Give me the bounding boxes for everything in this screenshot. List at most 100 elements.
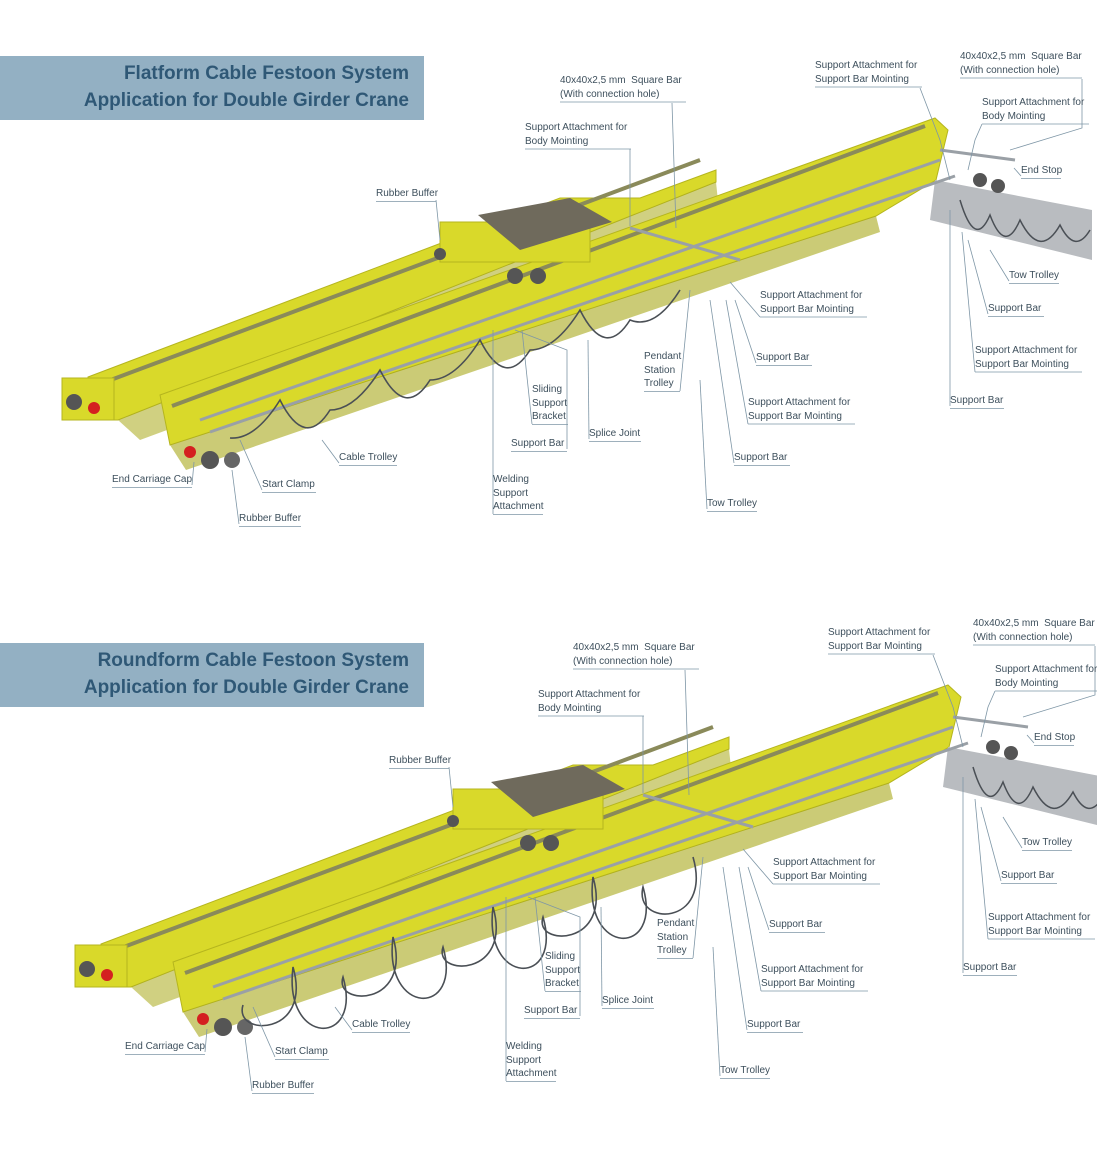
label-tow-trolley-right: Tow Trolley [1009, 270, 1060, 281]
leader-line [734, 299, 757, 364]
label-support-attachment-top-right: Support Attachment for Support Bar Moint… [815, 60, 918, 85]
leader-line [692, 856, 704, 959]
label-rubber-buffer-top: Rubber Buffer [389, 755, 452, 766]
leader-line [980, 806, 1002, 882]
hoist [478, 198, 612, 250]
wheel [973, 173, 987, 187]
leader-line [709, 299, 735, 464]
end-carriage [74, 944, 128, 988]
flatform-diagram: Flatform Cable Festoon System Applicatio… [0, 0, 1092, 563]
square-bar [952, 715, 1029, 729]
festoon-cable [229, 289, 681, 439]
drawing-group [74, 644, 1097, 1094]
diagram-subtitle: Application for Double Girder Crane [83, 90, 409, 111]
label-body-mounting-center: Support Attachment for Body Mointing [538, 689, 641, 714]
leader-line [587, 339, 590, 440]
leader-line [725, 299, 749, 425]
wheel [991, 179, 1005, 193]
diagram-title: Flatform Cable Festoon System [123, 63, 409, 84]
diagram-title: Roundform Cable Festoon System [97, 650, 409, 671]
rail [99, 158, 701, 386]
support-bar [209, 174, 956, 434]
leader-line [239, 439, 263, 491]
runway-beam [943, 747, 1097, 826]
leader-line [722, 866, 748, 1031]
label-body-mounting-right: Support Attachment for Body Mointing [982, 97, 1085, 122]
leader-line [1022, 646, 1096, 718]
leader-line [919, 87, 951, 181]
label-start-clamp: Start Clamp [262, 479, 315, 490]
label-start-clamp: Start Clamp [275, 1046, 328, 1057]
wheel [530, 268, 546, 284]
wheel [507, 268, 523, 284]
label-square-bar-right: 40x40x2,5 mm Square Bar (With connection… [973, 618, 1095, 643]
label-welding-support-attachment: Welding Support Attachment [493, 474, 544, 512]
leader-line [967, 123, 983, 171]
label-support-attachment-top-right: Support Attachment for Support Bar Moint… [828, 627, 931, 652]
square-bar [939, 148, 1016, 162]
label-square-bar-right: 40x40x2,5 mm Square Bar (With connection… [960, 51, 1082, 76]
leader-line [448, 766, 454, 808]
label-pendant-station-trolley: Pendant Station Trolley [657, 918, 695, 956]
leader-line [191, 461, 195, 486]
label-body-mounting-center: Support Attachment for Body Mointing [525, 122, 628, 147]
runway-beam [930, 180, 1092, 260]
label-tow-trolley-bottom: Tow Trolley [707, 498, 758, 509]
leader-line [1013, 167, 1022, 177]
label-rubber-buffer-bottom: Rubber Buffer [239, 513, 302, 524]
festoon-cable-runway [959, 199, 1091, 243]
buffer [237, 1019, 253, 1035]
label-rubber-buffer-top: Rubber Buffer [376, 188, 439, 199]
leader-line [334, 1006, 353, 1031]
leader-line [321, 439, 340, 464]
end-cap [184, 446, 196, 458]
crane [74, 684, 1097, 1037]
leader-line [514, 329, 568, 449]
hoist [491, 765, 625, 817]
crane-drawing [61, 77, 1092, 527]
end-cap [101, 969, 113, 981]
diagram-subtitle: Application for Double Girder Crane [83, 677, 409, 698]
drawing-group [61, 77, 1092, 527]
label-square-bar-center: 40x40x2,5 mm Square Bar (With connection… [560, 75, 682, 100]
label-support-bar-lower: Support Bar [734, 452, 788, 463]
label-support-bar-mid: Support Bar [769, 919, 823, 930]
support-bar [212, 725, 954, 989]
leader-line [534, 896, 546, 992]
title-banner: Roundform Cable Festoon System Applicati… [0, 643, 424, 707]
label-support-bar-center: Support Bar [524, 1005, 578, 1016]
buffer [447, 815, 459, 827]
label-cable-trolley: Cable Trolley [339, 452, 398, 463]
label-support-attachment-mid: Support Attachment for Support Bar Moint… [760, 290, 863, 315]
label-support-bar-center: Support Bar [511, 438, 565, 449]
leader-line [1026, 734, 1035, 744]
label-support-bar-lower: Support Bar [747, 1019, 801, 1030]
label-end-stop: End Stop [1034, 732, 1076, 743]
label-support-attachment-right: Support Attachment for Support Bar Moint… [988, 912, 1091, 937]
roundform-diagram: Roundform Cable Festoon System Applicati… [0, 587, 1097, 1150]
label-support-bar-right: Support Bar [1001, 870, 1055, 881]
label-rubber-buffer-bottom: Rubber Buffer [252, 1080, 315, 1091]
wheel [79, 961, 95, 977]
label-pendant-station-trolley: Pendant Station Trolley [644, 351, 682, 389]
label-sliding-support-bracket: Sliding Support Bracket [532, 384, 568, 422]
title-banner: Flatform Cable Festoon System Applicatio… [0, 56, 424, 120]
leader-line [679, 289, 691, 392]
square-bar [629, 226, 741, 262]
leader-line [600, 906, 603, 1007]
leader-line [980, 690, 996, 738]
label-support-attachment-lower: Support Attachment for Support Bar Moint… [748, 397, 851, 422]
end-cap [197, 1013, 209, 1025]
wheel [543, 835, 559, 851]
leader-line [204, 1028, 208, 1053]
wheel [66, 394, 82, 410]
label-splice-joint: Splice Joint [602, 995, 654, 1006]
leader-line [729, 281, 761, 318]
rail [112, 725, 714, 953]
label-support-bar-right: Support Bar [988, 303, 1042, 314]
leader-line [747, 866, 770, 931]
label-end-carriage-cap: End Carriage Cap [125, 1041, 206, 1052]
label-square-bar-center: 40x40x2,5 mm Square Bar (With connection… [573, 642, 695, 667]
wheel [201, 451, 219, 469]
label-end-carriage-cap: End Carriage Cap [112, 474, 193, 485]
